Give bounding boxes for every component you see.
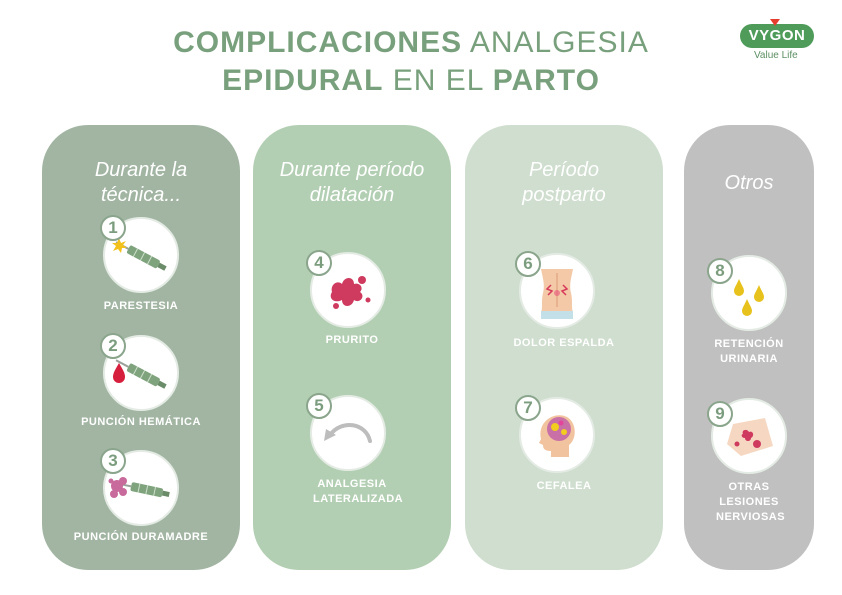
- item-number: 6: [515, 251, 541, 277]
- item-puncion-duramadre: 3 PUNCIÓN DURAMADRE: [56, 448, 226, 572]
- page-title-line-1: COMPLICACIONES ANALGESIA: [0, 26, 832, 60]
- back-pain-icon: [541, 269, 573, 319]
- page-title-line-2: EPIDURAL EN EL PARTO: [0, 64, 832, 98]
- title-parto: PARTO: [492, 64, 600, 97]
- curved-arrow-icon: [324, 423, 372, 443]
- item-circle: [103, 450, 179, 526]
- item-label: PRURITO: [325, 334, 379, 346]
- logo-tagline: Value Life: [754, 50, 798, 61]
- needle-spark-icon: [112, 238, 167, 271]
- item-circle: [310, 252, 386, 328]
- column-title: Período postparto: [522, 159, 606, 206]
- item-number: 8: [707, 258, 733, 284]
- item-prurito: 4 PRURITO: [267, 250, 437, 374]
- item-dolor-espalda: 6 DOLOR ESPALDA: [479, 251, 649, 375]
- item-label: OTRAS LESIONES NERVIOSAS: [716, 481, 786, 523]
- item-label: PUNCIÓN HEMÁTICA: [81, 416, 201, 428]
- item-number: 3: [100, 448, 126, 474]
- item-label: RETENCIÓN URINARIA: [714, 338, 784, 365]
- item-number: 4: [306, 250, 332, 276]
- headache-icon: [539, 415, 575, 457]
- item-circle: [711, 398, 787, 474]
- column-otros: Otros 8 RETENCIÓN URINARIA 9 OTRAS LESIO…: [684, 125, 814, 570]
- item-number: 2: [100, 333, 126, 359]
- title-complicaciones: COMPLICACIONES: [173, 26, 463, 59]
- logo-brand: VYGON: [740, 24, 814, 48]
- item-cefalea: 7 CEFALEA: [479, 395, 649, 519]
- column-title: Durante la técnica...: [94, 159, 188, 206]
- column-durante-dilatacion: Durante período dilatación 4 PRURITO 5 A…: [253, 125, 451, 570]
- item-number: 9: [707, 401, 733, 427]
- item-label: DOLOR ESPALDA: [513, 337, 615, 349]
- item-parestesia: 1 PARESTESIA: [56, 215, 226, 339]
- rash-icon: [330, 276, 371, 309]
- item-puncion-hematica: 2 PUNCIÓN HEMÁTICA: [56, 333, 226, 457]
- column-durante-tecnica: Durante la técnica... 1 PARESTESIA: [42, 125, 240, 570]
- item-label: PUNCIÓN DURAMADRE: [73, 531, 209, 543]
- item-label: ANALGESIA LATERALIZADA: [313, 478, 404, 505]
- needle-blood-drop-icon: [113, 359, 167, 389]
- logo-mark-icon: [770, 19, 780, 26]
- title-epidural: EPIDURAL: [222, 64, 384, 97]
- vygon-logo: VYGON Value Life: [740, 19, 818, 64]
- title-analgesia: ANALGESIA: [469, 26, 649, 59]
- item-label: PARESTESIA: [103, 300, 179, 312]
- column-periodo-postparto: Período postparto 6 DOLOR ESPALDA: [465, 125, 663, 570]
- item-otras-lesiones-nerviosas: 9 OTRAS LESIONES NERVIOSAS: [664, 398, 834, 523]
- item-number: 1: [100, 215, 126, 241]
- skin-lesion-icon: [727, 418, 773, 456]
- item-analgesia-lateralizada: 5 ANALGESIA LATERALIZADA: [267, 393, 437, 517]
- item-retencion-urinaria: 8 RETENCIÓN URINARIA: [664, 255, 834, 377]
- item-number: 5: [306, 393, 332, 419]
- needle-splash-icon: [108, 477, 170, 498]
- item-label: CEFALEA: [536, 480, 592, 492]
- column-title: Otros: [724, 172, 774, 194]
- title-en-el: EN EL: [392, 64, 484, 97]
- column-title: Durante período dilatación: [279, 159, 425, 206]
- drops-icon: [734, 279, 764, 316]
- item-number: 7: [515, 395, 541, 421]
